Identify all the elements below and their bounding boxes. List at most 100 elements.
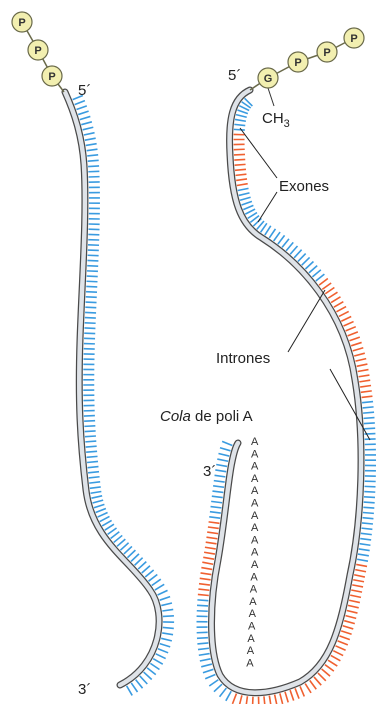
base-tick	[135, 558, 143, 566]
poly-a-letter: A	[250, 584, 258, 596]
base-tick	[318, 673, 326, 681]
base-tick	[362, 523, 373, 524]
base-tick	[364, 497, 375, 498]
base-tick	[357, 559, 368, 561]
base-tick	[278, 235, 285, 244]
poly-a-letter: A	[249, 596, 257, 608]
base-tick	[344, 621, 355, 624]
poly-a-letter: A	[247, 633, 255, 645]
base-tick	[341, 631, 351, 634]
base-tick	[213, 486, 224, 487]
base-tick	[246, 696, 247, 704]
base-tick	[160, 597, 170, 601]
base-tick	[93, 500, 104, 503]
base-tick	[343, 626, 354, 629]
base-tick	[94, 504, 104, 507]
phosphate-3-label: P	[48, 71, 55, 83]
base-tick	[234, 129, 245, 130]
base-tick	[347, 610, 358, 613]
base-tick	[120, 543, 128, 550]
base-tick	[239, 695, 242, 704]
base-tick	[160, 644, 170, 647]
base-tick	[234, 154, 245, 155]
base-tick	[236, 174, 247, 175]
poly-a-letter: A	[251, 498, 259, 510]
base-tick	[214, 684, 222, 692]
base-tick	[235, 169, 246, 170]
base-tick	[81, 122, 92, 125]
base-tick	[78, 111, 88, 114]
left-three-prime-label: 3´	[78, 681, 91, 698]
base-tick	[355, 570, 366, 572]
left-five-prime-label: 5´	[78, 82, 91, 99]
base-tick	[234, 124, 245, 125]
base-tick	[322, 283, 331, 289]
base-tick	[211, 501, 222, 502]
base-tick	[156, 654, 166, 659]
base-tick	[127, 550, 135, 558]
base-tick	[163, 627, 174, 628]
base-tick	[206, 542, 217, 544]
cap-phosphate-1-label: P	[294, 57, 301, 69]
base-tick	[359, 375, 370, 377]
base-tick	[237, 184, 248, 186]
base-tick	[363, 407, 374, 408]
base-tick	[294, 250, 301, 258]
base-tick	[344, 322, 354, 326]
base-tick	[265, 226, 271, 235]
base-tick	[162, 609, 173, 611]
poly-a-letter: A	[251, 547, 259, 559]
base-tick	[198, 594, 209, 595]
base-tick	[269, 229, 275, 238]
base-tick	[362, 518, 373, 519]
base-tick	[295, 688, 299, 698]
base-tick	[138, 562, 146, 569]
base-tick	[220, 448, 231, 451]
base-tick	[226, 691, 231, 701]
base-tick	[87, 461, 98, 462]
base-tick	[359, 380, 370, 382]
base-tick	[89, 477, 100, 478]
base-tick	[153, 659, 163, 664]
base-tick	[328, 660, 337, 666]
base-tick	[363, 507, 374, 508]
base-tick	[84, 133, 95, 135]
base-tick	[333, 651, 343, 656]
base-tick	[236, 115, 247, 118]
base-tick	[90, 491, 101, 493]
base-tick	[286, 242, 293, 250]
base-tick	[91, 496, 102, 498]
phosphate-3: P	[42, 66, 62, 86]
base-tick	[354, 575, 365, 577]
base-tick	[155, 584, 164, 590]
base-tick	[84, 421, 95, 422]
base-tick	[280, 693, 283, 704]
base-tick	[316, 274, 325, 281]
base-tick	[214, 481, 225, 482]
base-tick	[161, 603, 172, 606]
left-phosphate-chain: P P P	[12, 12, 64, 92]
base-tick	[346, 327, 356, 331]
right-three-prime-label: 3´	[203, 463, 216, 480]
base-tick	[201, 568, 212, 570]
base-tick	[162, 633, 173, 635]
poly-a-letter: A	[247, 645, 255, 657]
base-tick	[206, 537, 217, 539]
base-tick	[331, 655, 341, 660]
exons-callout: Exones	[240, 128, 329, 222]
poly-a-letter: A	[251, 461, 259, 473]
base-tick	[86, 144, 97, 146]
base-tick	[355, 359, 366, 362]
base-tick	[202, 562, 213, 564]
base-tick	[305, 261, 313, 268]
base-tick	[100, 516, 110, 521]
base-tick	[218, 454, 229, 457]
base-tick	[336, 307, 346, 312]
base-tick	[203, 669, 213, 672]
poly-a-letter: A	[251, 436, 259, 448]
base-tick	[235, 119, 246, 121]
base-tick	[80, 116, 91, 119]
base-tick	[161, 638, 172, 641]
base-tick	[200, 578, 211, 580]
